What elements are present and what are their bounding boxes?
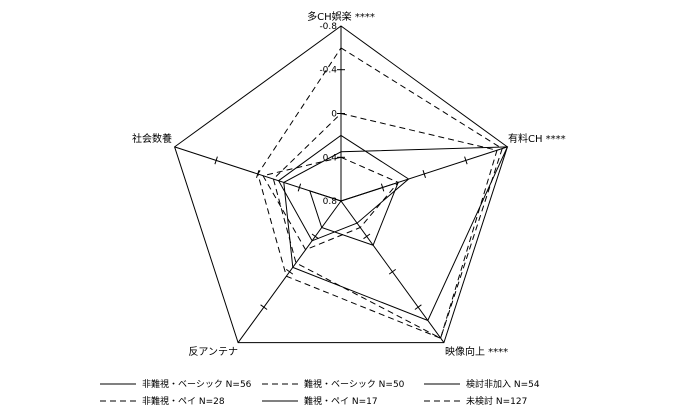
radar-tick-label: -0.8: [319, 22, 337, 32]
legend-entry-label: 未検討 N=127: [466, 395, 527, 407]
radar-tick-label: 0.4: [323, 153, 338, 163]
legend-entry-label: 難視・ペイ N=17: [304, 395, 378, 407]
radar-tick-mark: [363, 233, 371, 240]
radar-tick-mark: [422, 170, 426, 178]
legend-entry-label: 非難視・ペイ N=28: [142, 395, 225, 407]
radar-axis-label: 映像向上 ****: [445, 345, 508, 358]
legend-entry-label: 検討非加入 N=54: [466, 378, 540, 390]
radar-tick-mark: [388, 268, 396, 275]
radar-tick-labels: -0.8 -0.4 0 0.4 0.8: [319, 22, 337, 207]
radar-tick-mark: [311, 233, 319, 240]
radar-axis-labels: 多CH娯楽 **** 有料CH **** 映像向上 **** 反アンテナ 社会数養: [132, 10, 566, 358]
radar-axis-label: 反アンテナ: [188, 346, 238, 358]
radar-tick-mark: [464, 156, 468, 165]
chart-legend: 非難視・ベーシック N=56 非難視・ペイ N=28 難視・ベーシック N=50 難視…: [100, 378, 540, 407]
radar-axis-label: 多CH娯楽 ****: [307, 10, 375, 23]
radar-axis-label: 社会数養: [132, 132, 172, 145]
radar-tick-mark: [297, 183, 302, 192]
radar-tick-label: 0.8: [323, 197, 338, 207]
radar-tick-mark: [260, 304, 268, 310]
radar-series: [257, 47, 509, 339]
radar-series-line: [262, 156, 400, 251]
radar-tick-mark: [414, 304, 422, 310]
radar-tick-label: -0.4: [319, 66, 337, 76]
radar-tick-label: 0: [331, 110, 337, 120]
legend-entry-label: 非難視・ベーシック N=56: [142, 378, 252, 390]
radar-tick-mark: [286, 268, 294, 275]
radar-axis-label: 有料CH ****: [508, 132, 566, 145]
radar-tick-mark: [214, 156, 218, 165]
radar-series-line: [277, 134, 410, 242]
legend-entry-label: 難視・ベーシック N=50: [304, 378, 405, 390]
radar-series-line: [309, 181, 400, 246]
radar-series-line: [272, 112, 498, 339]
radar-series-line: [257, 47, 503, 339]
radar-outer-pentagon: [174, 25, 508, 344]
radar-grid: [174, 25, 508, 344]
radar-series-line: [283, 146, 509, 322]
